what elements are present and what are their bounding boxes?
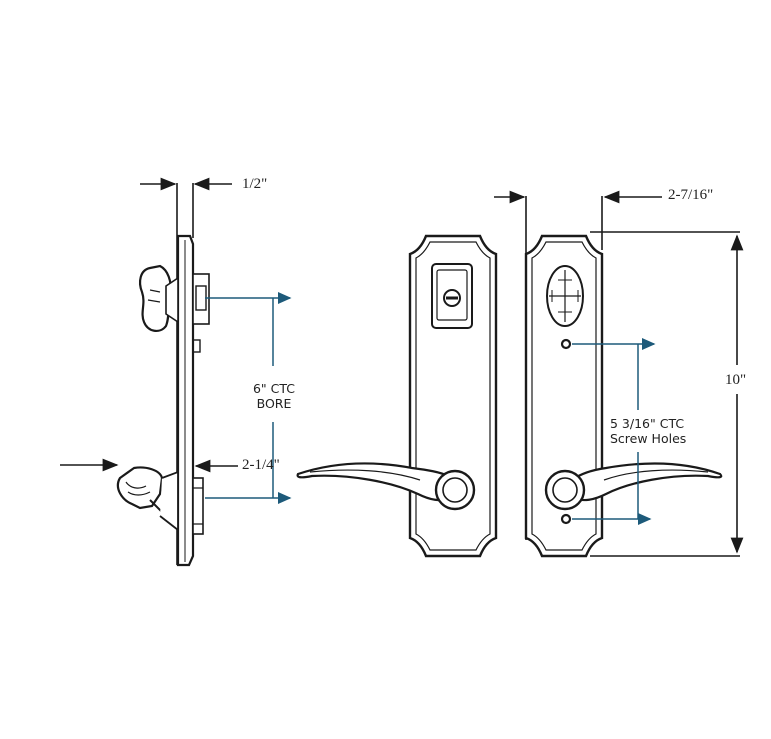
bore-ctc-dimension (205, 292, 292, 504)
exterior-lever (296, 462, 454, 502)
screw-ctc-dimension (572, 338, 656, 525)
side-view (60, 177, 238, 567)
bore-ctc-label: 6" CTC BORE (244, 381, 304, 411)
plate-height-dimension (590, 231, 744, 557)
bore-ctc-line2: BORE (256, 396, 292, 411)
bore-ctc-line1: 6" CTC (252, 381, 296, 396)
front-view-interior (524, 234, 723, 558)
upper-screw-hole (560, 338, 572, 350)
interior-lever (570, 462, 723, 502)
screw-ctc-line1: 5 3/16" CTC (610, 416, 685, 431)
screw-ctc-label: 5 3/16" CTC Screw Holes (610, 416, 686, 446)
screw-ctc-line2: Screw Holes (610, 431, 687, 446)
thumbturn-side (139, 264, 210, 353)
thickness-label: 1/2" (242, 176, 268, 192)
front-view-exterior (296, 234, 498, 558)
lower-screw-hole (560, 513, 572, 525)
lever-side (116, 466, 204, 535)
plate-width-dimension (494, 190, 662, 540)
backset-label: 2-1/4" (242, 457, 280, 473)
plate-width-label: 2-7/16" (668, 187, 714, 203)
plate-height-label: 10" (725, 372, 747, 388)
side-plate-profile (176, 234, 195, 567)
